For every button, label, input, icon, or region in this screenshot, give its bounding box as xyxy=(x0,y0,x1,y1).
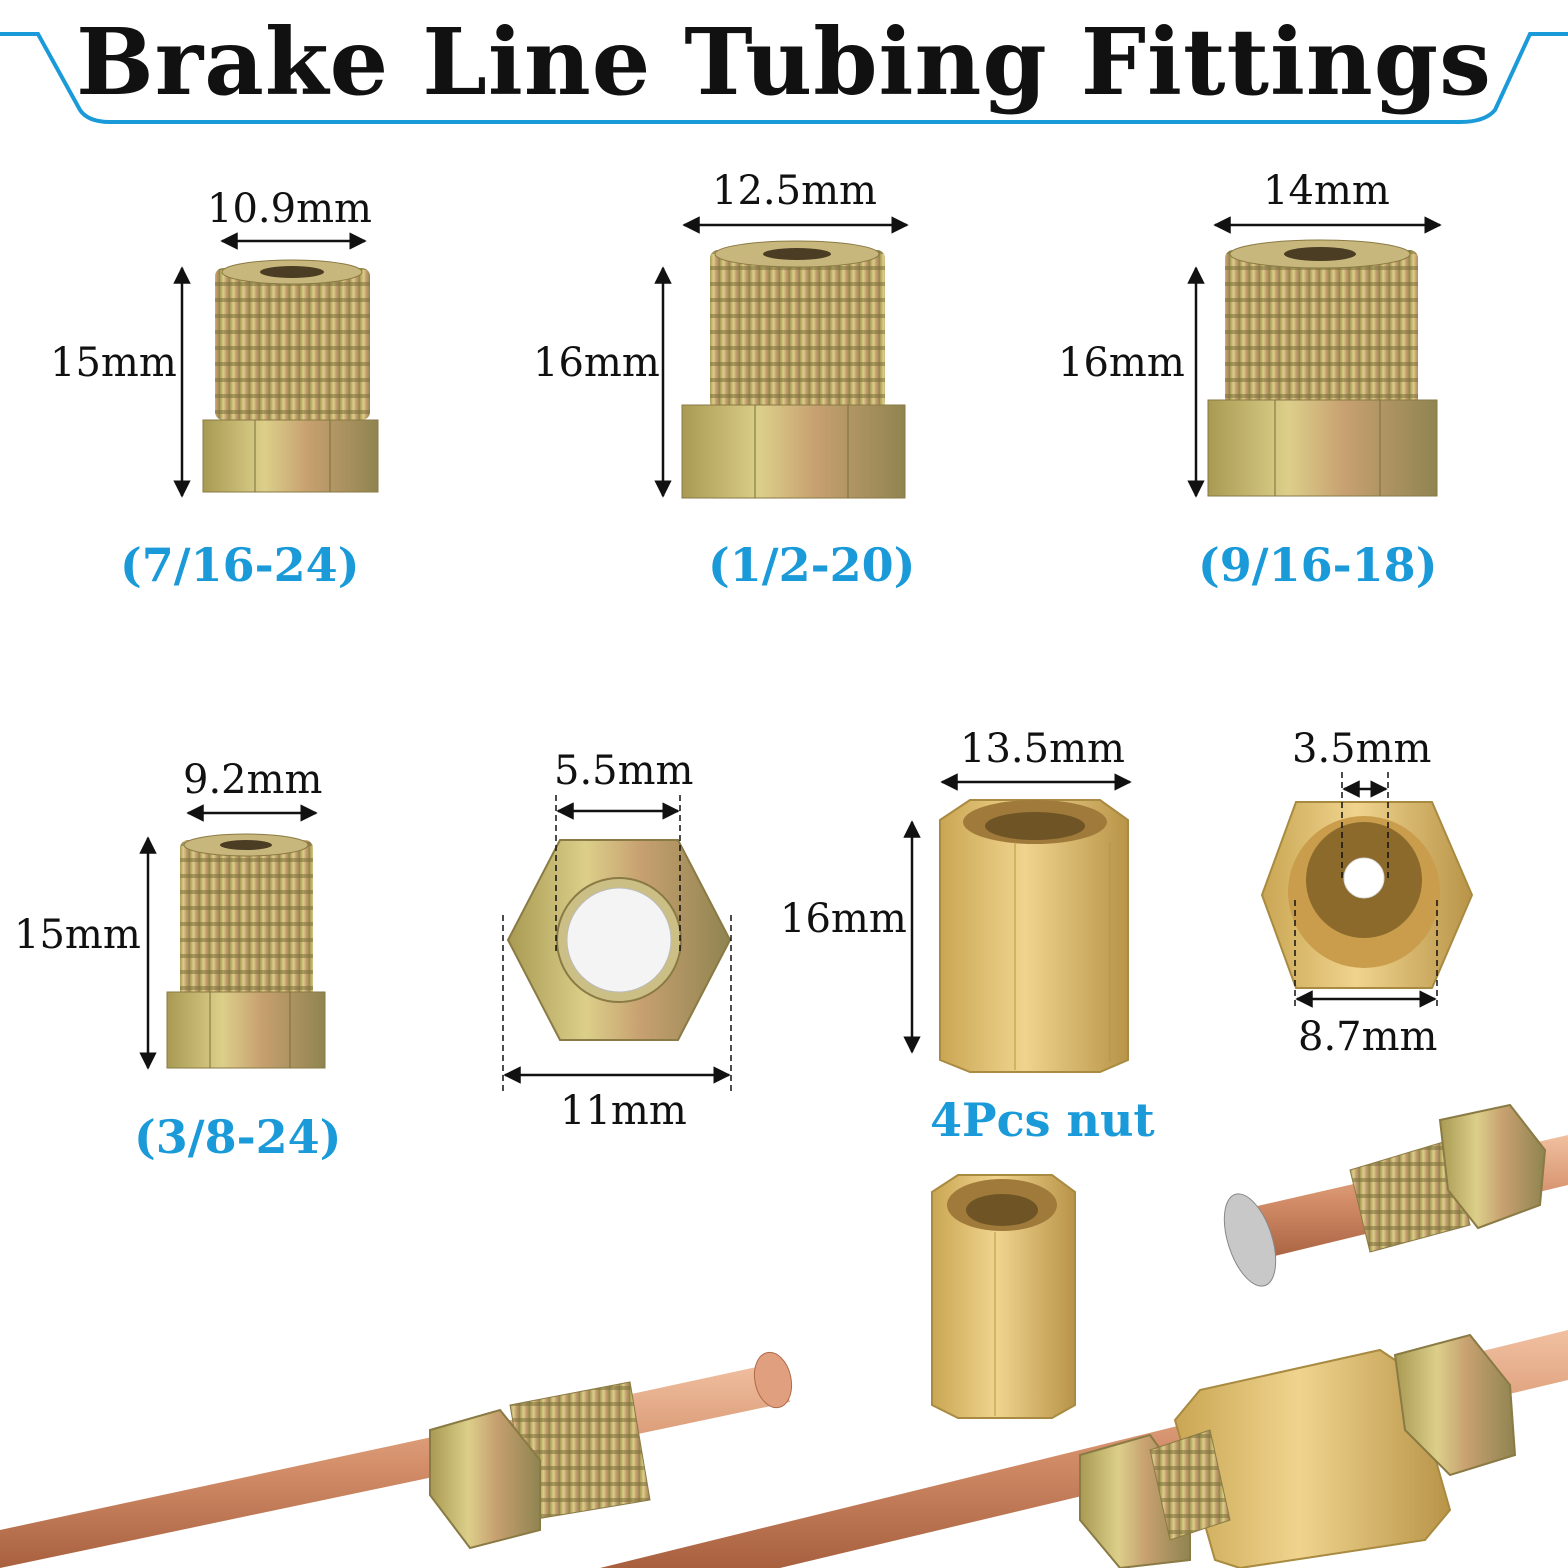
tube-assembly-right xyxy=(1223,1103,1568,1287)
fitting-3-8-24 xyxy=(166,833,326,1069)
fitting-4-width-label: 9.2mm xyxy=(183,757,323,803)
page-title: Brake Line Tubing Fittings xyxy=(76,8,1492,116)
union-assembly xyxy=(600,1330,1568,1568)
union-caption: 4Pcs nut xyxy=(930,1093,1155,1147)
fitting-2-height-label: 16mm xyxy=(533,340,660,386)
title-banner-line xyxy=(0,32,1568,124)
fitting-3-height-label: 16mm xyxy=(1058,340,1185,386)
brass-union xyxy=(939,799,1129,1073)
tube-assembly-left xyxy=(0,1351,793,1568)
union-height-label: 16mm xyxy=(780,896,907,942)
fitting-9-16-18 xyxy=(1207,239,1438,497)
nut-inner-label: 5.5mm xyxy=(554,748,694,794)
fitting-1-width-label: 10.9mm xyxy=(207,186,372,232)
fitting-1-height-label: 15mm xyxy=(50,340,177,386)
fitting-2-width-label: 12.5mm xyxy=(712,168,877,214)
fitting-3-width-label: 14mm xyxy=(1263,168,1390,214)
nut-outer-label: 11mm xyxy=(560,1088,687,1134)
fitting-4-thread-label: (3/8-24) xyxy=(134,1110,342,1164)
brass-nut-bottom xyxy=(931,1174,1076,1419)
union-width-label: 13.5mm xyxy=(960,726,1125,772)
end-view-hole-label: 3.5mm xyxy=(1292,726,1432,772)
end-view-width-label: 8.7mm xyxy=(1298,1014,1438,1060)
fitting-3-thread-label: (9/16-18) xyxy=(1198,538,1438,592)
fitting-1-thread-label: (7/16-24) xyxy=(120,538,360,592)
fitting-4-height-label: 15mm xyxy=(14,912,141,958)
fitting-2-thread-label: (1/2-20) xyxy=(708,538,916,592)
hex-nut xyxy=(506,839,732,1041)
brass-end-view xyxy=(1260,801,1474,989)
fitting-7-16-24 xyxy=(202,259,379,493)
fitting-1-2-20 xyxy=(681,240,906,499)
